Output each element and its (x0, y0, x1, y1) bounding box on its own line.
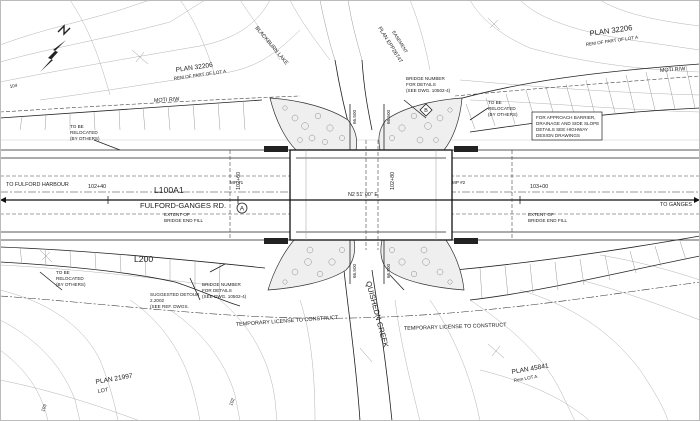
alignment-sub-label: L200 (134, 254, 153, 264)
lower-embankment (0, 235, 700, 319)
note-relocated-top-left: TO BE RELOCATED (BY OTHERS) (70, 124, 100, 141)
survey-marker-icon (39, 17, 505, 363)
relocated-tr-line3: (BY OTHERS) (488, 112, 518, 117)
relocated-bl-line2: RELOCATED (56, 276, 84, 281)
note-approach: FOR APPROACH BARRIER, DRAINAGE AND SIDE … (536, 115, 599, 138)
approach-line4: DESIGN DRAWINGS (536, 133, 580, 138)
approach-note-box (531, 111, 603, 141)
note-fill-left: EXTENT OF BRIDGE END FILL (164, 212, 204, 223)
note-relocated-top-right: TO BE RELOCATED (BY OTHERS) (488, 100, 518, 117)
section-a-label: A (240, 206, 245, 213)
contour-103-label: 103 (40, 403, 47, 412)
relocated-bl-line3: (BY OTHERS) (56, 282, 86, 287)
temp-license-right: TEMPORARY LICENSE TO CONSTRUCT (404, 322, 507, 332)
contour-102-label: 102 (228, 397, 235, 406)
mp-left-label: MP #1 (230, 180, 244, 185)
elevation-a: 66.500 (352, 110, 357, 124)
station-103-00: 103+00 (530, 184, 548, 190)
note-relocated-bottom-left: TO BE RELOCATED (BY OTHERS) (56, 270, 86, 287)
extent-of-fill-lines (229, 150, 513, 240)
mp-right-label: MP #2 (452, 180, 466, 185)
station-102-40: 102+40 (88, 184, 106, 190)
approach-line1: FOR APPROACH BARRIER, (536, 115, 595, 120)
elevation-b: 66.500 (386, 110, 391, 124)
to-fulford-harbour-label: TO FULFORD HARBOUR (6, 182, 69, 188)
to-ganges-label: TO GANGES (660, 202, 692, 208)
bridge-bottom-line1: BRIDGE NUMBER (202, 282, 241, 287)
bridge-top-line1: BRIDGE NUMBER (406, 76, 445, 81)
fill-right-line2: BRIDGE END FILL (528, 218, 568, 223)
detour-line1: SUGGESTED DETOUR (150, 292, 200, 297)
fill-left-line1: EXTENT OF (164, 212, 190, 217)
approach-line3: DETAILS SEE HIGHWAY (536, 127, 588, 132)
approach-line2: DRAINAGE AND SIDE SLOPE (536, 121, 599, 126)
section-b-label: B (424, 108, 428, 114)
relocated-tr-line1: TO BE (488, 100, 502, 105)
fill-left-line2: BRIDGE END FILL (164, 218, 204, 223)
elevation-c: 66.500 (352, 264, 357, 278)
station-102-80: 102+80 (390, 172, 396, 190)
bridge-top-line3: (SEE DWG. 10502-4) (406, 88, 451, 93)
elevation-d: 66.500 (386, 264, 391, 278)
bridge-deck (264, 104, 478, 284)
section-marker-b: B (419, 103, 433, 117)
lot-bottom-left-label: LOT (97, 387, 109, 395)
leader-lines (39, 99, 489, 301)
rem-lot-a-bottom-label: Rem LOT A (513, 374, 538, 383)
plan-21997-label: PLAN 21997 (95, 373, 133, 386)
north-arrow-icon (40, 24, 71, 72)
detour-line2: 2.2002 (150, 298, 164, 303)
detour-line3: (SEE REF. DWGS. (150, 304, 189, 309)
creek-name-label: QUISHEDN CREEK (364, 280, 390, 348)
relocated-tr-line2: RELOCATED (488, 106, 516, 111)
moti-rw-left-label: MOTI R/W (154, 97, 181, 104)
note-bridge-number-bottom: BRIDGE NUMBER FOR DETAILS (SEE DWG. 1050… (202, 282, 247, 299)
relocated-tl-line2: RELOCATED (70, 130, 98, 135)
note-fill-right: EXTENT OF BRIDGE END FILL (528, 212, 568, 223)
temp-license-left: TEMPORARY LICENSE TO CONSTRUCT (236, 315, 340, 328)
station-102-60: 102+60 (236, 172, 242, 190)
section-marker-a: A (236, 202, 248, 214)
creek-channel (319, 0, 393, 421)
bridge-bottom-line2: FOR DETAILS (202, 288, 232, 293)
alignment-main-label: L100A1 (154, 185, 184, 195)
relocated-tl-line1: TO BE (70, 124, 84, 129)
note-detour: SUGGESTED DETOUR 2.2002 (SEE REF. DWGS. (150, 292, 200, 309)
road-name-label: FULFORD-GANGES RD. (140, 201, 226, 210)
plan-45841-label: PLAN 45841 (511, 363, 549, 376)
bridge-top-line2: FOR DETAILS (406, 82, 436, 87)
bridge-bottom-line3: (SEE DWG. 10502-4) (202, 294, 247, 299)
fill-right-line1: EXTENT OF (528, 212, 554, 217)
relocated-tl-line3: (BY OTHERS) (70, 136, 100, 141)
note-bridge-number-top: BRIDGE NUMBER FOR DETAILS (SEE DWG. 1050… (406, 76, 451, 93)
moti-rw-right-label: MOTI R/W (660, 66, 687, 74)
riprap-abutments (267, 97, 465, 291)
bearing-label: N2 51' 00" E (348, 192, 378, 198)
relocated-bl-line1: TO BE (56, 270, 70, 275)
contour-104-label: 104 (9, 83, 18, 89)
blackburn-lake-label: BLACKBURN LAKE (253, 25, 289, 66)
